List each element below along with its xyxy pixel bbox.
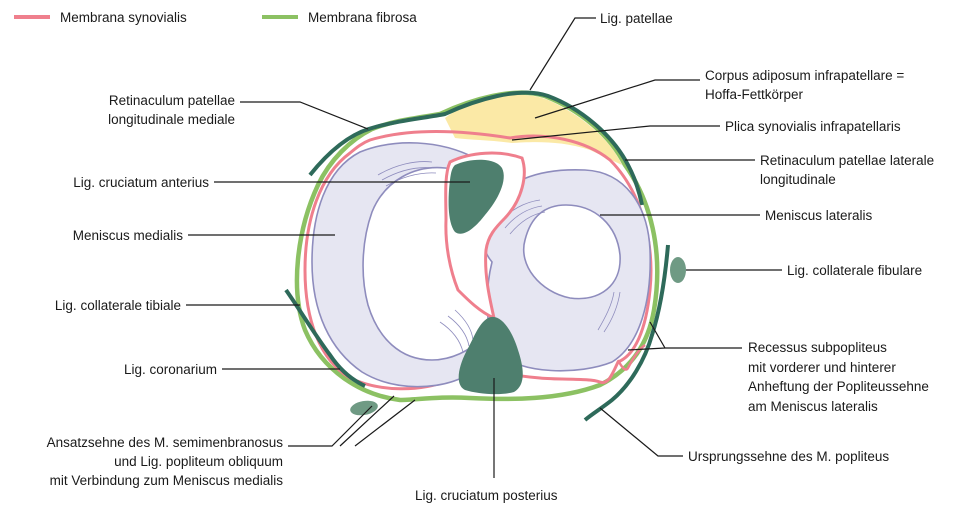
label-lig-patellae: Lig. patellae — [600, 11, 673, 26]
label-corpus-adiposum-1: Corpus adiposum infrapatellare = — [705, 68, 904, 83]
label-ansatzsehne-2: und Lig. popliteum obliquum — [114, 454, 283, 469]
label-lig-collaterale-fibulare: Lig. collaterale fibulare — [787, 263, 922, 278]
label-retinaculum-lateral-1: Retinaculum patellae laterale — [760, 153, 934, 168]
label-lig-cruciatum-anterius: Lig. cruciatum anterius — [73, 175, 209, 190]
label-recessus-1: Recessus subpopliteus — [748, 340, 887, 355]
label-retinaculum-lateral-2: longitudinale — [760, 172, 836, 187]
label-ansatzsehne-1: Ansatzsehne des M. semimenbranosus — [47, 435, 284, 450]
legend-synovial-label: Membrana synovialis — [60, 10, 187, 25]
legend-fibrous-label: Membrana fibrosa — [308, 10, 417, 25]
label-plica: Plica synovialis infrapatellaris — [725, 119, 901, 134]
label-ansatzsehne-3: mit Verbindung zum Meniscus medialis — [50, 473, 284, 488]
label-corpus-adiposum-2: Hoffa-Fettkörper — [705, 87, 804, 102]
label-recessus-3: Anheftung der Popliteussehne — [748, 379, 929, 394]
label-recessus-4: am Meniscus lateralis — [748, 399, 878, 414]
legend: Membrana synovialis Membrana fibrosa — [14, 10, 417, 25]
label-ursprungssehne: Ursprungssehne des M. popliteus — [688, 449, 889, 464]
label-lig-collaterale-tibiale: Lig. collaterale tibiale — [55, 298, 181, 313]
label-retinaculum-medial-1: Retinaculum patellae — [109, 93, 235, 108]
label-recessus-2: mit vorderer und hinterer — [748, 360, 896, 375]
lig-collaterale-fibulare-shape — [670, 257, 686, 283]
label-lig-coronarium: Lig. coronarium — [124, 362, 217, 377]
label-lig-cruciatum-posterius: Lig. cruciatum posterius — [415, 488, 558, 503]
label-retinaculum-medial-2: longitudinale mediale — [108, 112, 235, 127]
label-meniscus-medialis: Meniscus medialis — [73, 228, 184, 243]
label-meniscus-lateralis: Meniscus lateralis — [765, 208, 873, 223]
